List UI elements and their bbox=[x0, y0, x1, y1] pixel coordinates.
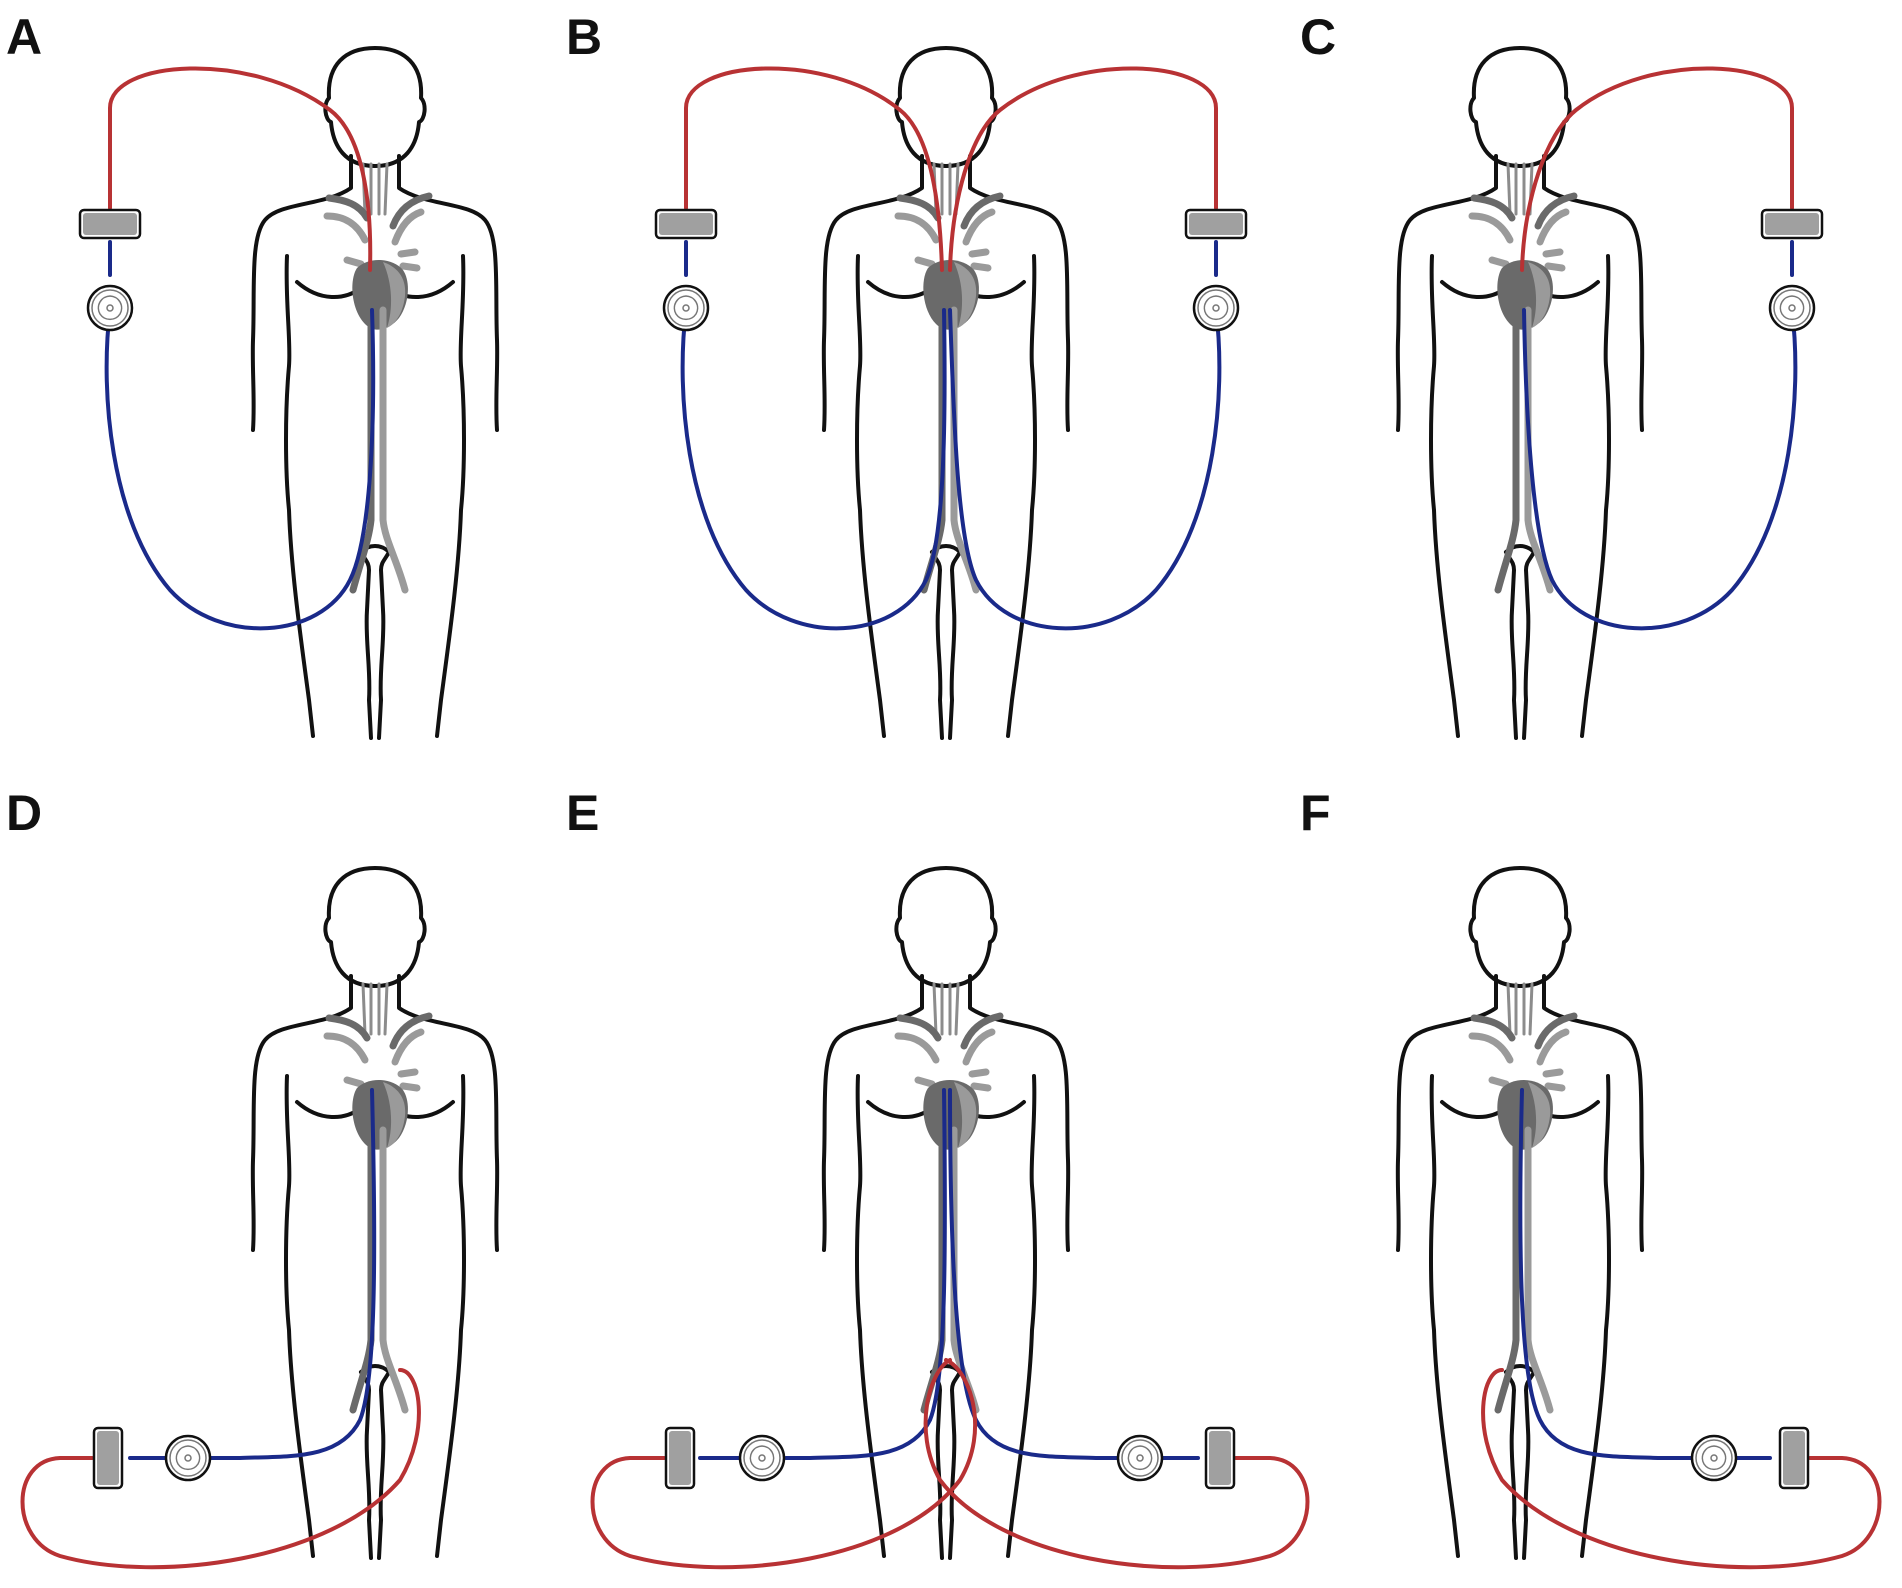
human-silhouette bbox=[1395, 46, 1645, 740]
venous-drainage-line-right bbox=[948, 1088, 1200, 1460]
panel-label-a: A bbox=[6, 9, 42, 65]
panel-label-d: D bbox=[6, 785, 42, 841]
centrifugal-pump bbox=[662, 284, 710, 332]
centrifugal-pump bbox=[738, 1434, 786, 1482]
oxygenator bbox=[1204, 1426, 1236, 1490]
panel-c: C bbox=[1300, 9, 1824, 740]
arterial-return-line bbox=[20, 1368, 421, 1570]
centrifugal-pump bbox=[1116, 1434, 1164, 1482]
centrifugal-pump bbox=[86, 284, 134, 332]
centrifugal-pump bbox=[1768, 284, 1816, 332]
panel-b: B bbox=[566, 9, 1248, 740]
oxygenator bbox=[1184, 208, 1248, 240]
panel-label-f: F bbox=[1300, 785, 1331, 841]
venous-drainage-line bbox=[104, 240, 376, 631]
panel-d: D bbox=[6, 785, 500, 1570]
arterial-return-line-right bbox=[923, 1358, 1310, 1570]
panel-e: E bbox=[566, 785, 1310, 1570]
panel-label-c: C bbox=[1300, 9, 1336, 65]
arterial-return-line-left bbox=[684, 66, 944, 272]
venous-drainage-line bbox=[1518, 1088, 1772, 1460]
centrifugal-pump bbox=[1690, 1434, 1738, 1482]
arterial-return-line bbox=[1481, 1368, 1882, 1570]
oxygenator bbox=[1778, 1426, 1810, 1490]
centrifugal-pump bbox=[164, 1434, 212, 1482]
panel-f: F bbox=[1300, 785, 1882, 1570]
panel-label-e: E bbox=[566, 785, 599, 841]
venous-drainage-line bbox=[1522, 240, 1798, 631]
arterial-return-line-left bbox=[590, 1358, 978, 1570]
venous-drainage-line bbox=[128, 1088, 377, 1460]
venous-drainage-line-left bbox=[680, 240, 947, 631]
venous-drainage-line-right bbox=[948, 240, 1222, 631]
oxygenator bbox=[654, 208, 718, 240]
panel-label-b: B bbox=[566, 9, 602, 65]
arterial-return-line bbox=[108, 66, 373, 272]
panel-a: A bbox=[6, 9, 500, 740]
oxygenator bbox=[664, 1426, 696, 1490]
arterial-return-line-right bbox=[948, 66, 1218, 272]
arterial-return-line bbox=[1520, 66, 1794, 272]
oxygenator bbox=[1760, 208, 1824, 240]
oxygenator bbox=[78, 208, 142, 240]
oxygenator bbox=[92, 1426, 124, 1490]
venous-drainage-line-left bbox=[698, 1088, 947, 1460]
centrifugal-pump bbox=[1192, 284, 1240, 332]
